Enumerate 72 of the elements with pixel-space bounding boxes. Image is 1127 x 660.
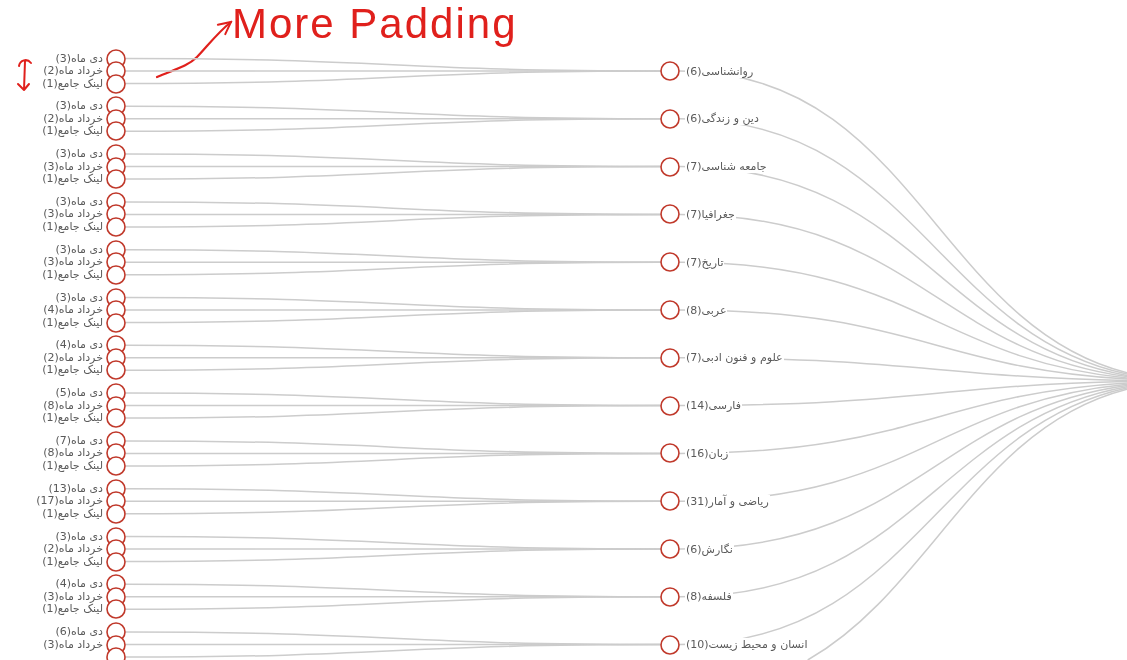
node-label: دی ماه(7) xyxy=(55,434,103,447)
node-label: ریاضی و آمار(31) xyxy=(685,494,770,508)
node-label: لینک جامع(1) xyxy=(42,173,103,186)
tree-link xyxy=(679,384,1127,550)
node-label: دی ماه(3) xyxy=(55,100,103,113)
tree-link xyxy=(125,500,661,515)
annotation-arrow xyxy=(155,20,233,79)
tree-link xyxy=(679,70,1127,374)
node-label: دی ماه(5) xyxy=(55,387,103,400)
node-label: لینک جامع(1) xyxy=(42,555,103,568)
node-label: لینک جامع(1) xyxy=(42,412,103,425)
node-label: روانشناسی(6) xyxy=(685,64,755,78)
node-label: تاریخ(7) xyxy=(685,255,725,269)
node-label: لینک جامع(1) xyxy=(42,125,103,138)
node-label: جغرافیا(7) xyxy=(685,207,736,221)
node-label: خرداد ماه(8) xyxy=(43,447,103,460)
node-label: خرداد ماه(3) xyxy=(43,160,103,173)
node-label: خرداد ماه(3) xyxy=(43,590,103,603)
tree-link xyxy=(125,404,661,419)
node-label: دی ماه(6) xyxy=(55,626,103,639)
node-label: نگارش(6) xyxy=(685,542,734,556)
node-label: لینک جامع(1) xyxy=(42,364,103,377)
tree-link xyxy=(679,213,1127,378)
node-label: دی ماه(4) xyxy=(55,339,103,352)
node-label: فارسی(14) xyxy=(685,399,742,413)
node-label: علوم و فنون ادبی(7) xyxy=(685,351,784,365)
tree-link xyxy=(125,165,661,180)
node-label: لینک جامع(1) xyxy=(42,77,103,90)
tree-link xyxy=(679,387,1127,646)
node-label: خرداد ماه(2) xyxy=(43,543,103,555)
node-label: عربی(8) xyxy=(685,303,728,317)
node-label: دی ماه(4) xyxy=(55,578,103,591)
handwritten-note: More Padding xyxy=(232,0,518,48)
tree-link xyxy=(125,213,661,228)
node-label: خرداد ماه(2) xyxy=(43,112,103,125)
node-label: خرداد ماه(8) xyxy=(43,399,103,412)
node-label: دین و زندگی(6) xyxy=(685,112,760,126)
tree-link xyxy=(679,385,1127,598)
node-label: دی ماه(3) xyxy=(55,52,103,65)
node-label: دی ماه(3) xyxy=(55,195,103,208)
node-label: زبان(16) xyxy=(685,446,730,460)
node-label: لینک جامع(1) xyxy=(42,507,103,520)
node-label: انسان و محیط زیست(10) xyxy=(685,638,809,652)
node-label: دی ماه(3) xyxy=(55,243,103,256)
node-label: خرداد ماه(4) xyxy=(43,304,103,316)
tree-link xyxy=(125,118,661,133)
tree-link xyxy=(125,596,661,611)
node-label: خرداد ماه(3) xyxy=(43,638,103,651)
node-label: لینک جامع(1) xyxy=(42,316,103,329)
node-label: دی ماه(3) xyxy=(55,291,103,304)
node-label: خرداد ماه(2) xyxy=(43,351,103,364)
node-label: لینک جامع(1) xyxy=(42,268,103,281)
tree-link xyxy=(125,261,661,276)
tree-link xyxy=(679,382,1127,455)
node-label: خرداد ماه(17) xyxy=(36,495,103,508)
node-label: دی ماه(13) xyxy=(48,482,103,495)
node-label: خرداد ماه(2) xyxy=(43,65,103,77)
tree-link xyxy=(679,261,1127,379)
tree-link xyxy=(125,643,661,658)
tree-link xyxy=(679,309,1127,380)
node-label: جامعه شناسی(7) xyxy=(685,160,768,174)
node-label: لینک جامع(1) xyxy=(42,459,103,472)
node-label: خرداد ماه(3) xyxy=(43,256,103,269)
node-label: دی ماه(3) xyxy=(55,148,103,161)
tree-link xyxy=(679,118,1127,375)
node-label: لینک جامع(1) xyxy=(42,220,103,233)
node-label: فلسفه(8) xyxy=(685,590,733,604)
node-label: خرداد ماه(3) xyxy=(43,208,103,221)
node-label: لینک جامع(1) xyxy=(42,603,103,616)
tree-link xyxy=(125,357,661,372)
node-label: دی ماه(3) xyxy=(55,530,103,543)
tree-link xyxy=(125,452,661,467)
